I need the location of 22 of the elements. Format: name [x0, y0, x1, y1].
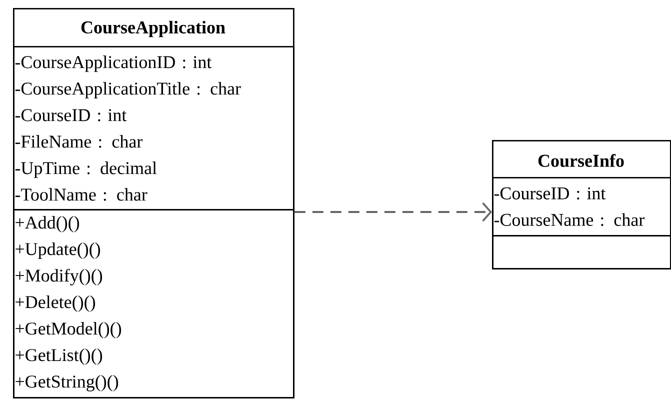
- compartment-box: [13, 46, 294, 210]
- compartment-box: [13, 209, 294, 398]
- member-text: +GetModel()(): [16, 322, 122, 338]
- member-text: -UpTime : decimal: [15, 162, 157, 178]
- member-text: +GetString()(): [16, 375, 118, 392]
- member-text: +Add()(): [16, 216, 80, 232]
- class-name: CourseInfo: [538, 154, 624, 167]
- member-text: -CourseName : char: [494, 213, 644, 226]
- class-name: CourseApplication: [81, 20, 226, 38]
- compartment-box: [492, 177, 671, 236]
- member-text: +Delete()(): [16, 296, 96, 312]
- member-text: -CourseApplicationID : int: [15, 56, 212, 72]
- member-text: +GetList()(): [16, 348, 102, 365]
- dependency-arrow: [294, 202, 492, 222]
- member-text: -FileName : char: [15, 135, 142, 148]
- empty-compartment: [492, 235, 671, 270]
- member-text: -CourseID : int: [494, 187, 606, 200]
- member-text: -ToolName : char: [15, 188, 148, 201]
- member-text: -CourseApplicationTitle : char: [15, 82, 241, 98]
- member-text: -CourseID : int: [15, 109, 127, 122]
- member-text: +Modify()(): [16, 268, 102, 286]
- member-text: +Update()(): [16, 242, 100, 259]
